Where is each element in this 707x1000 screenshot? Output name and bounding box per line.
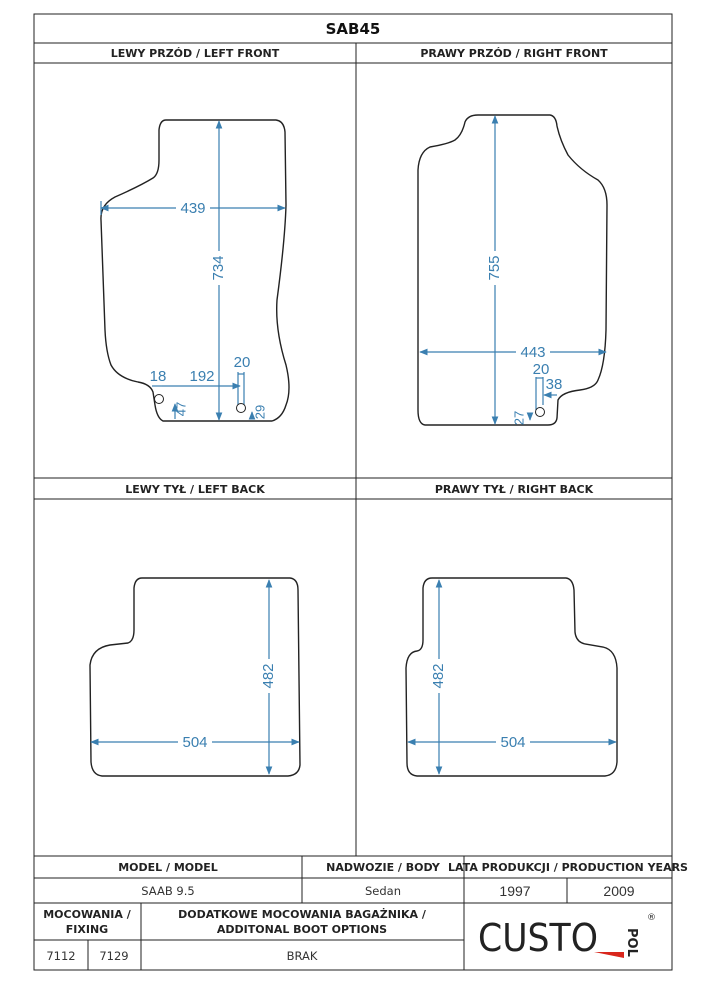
dim-left-front-length: 734 (210, 255, 227, 280)
logo-red-swoosh (594, 952, 624, 958)
left-front-mat: 439 734 18 192 20 47 29 (100, 119, 290, 422)
dim-left-back-length: 482 (260, 663, 277, 688)
left-back-outline (89, 577, 301, 777)
table-value-boot: BRAK (287, 949, 318, 963)
dim-left-front-20: 20 (234, 354, 251, 371)
table-header-years: LATA PRODUKCJI / PRODUCTION YEARS (448, 861, 688, 874)
table-header-body: NADWOZIE / BODY (326, 861, 441, 874)
left-front-outline (100, 119, 290, 422)
table-value-fixing-1: 7112 (46, 949, 75, 963)
section-label-left-front: LEWY PRZÓD / LEFT FRONT (111, 47, 280, 60)
right-front-outline (417, 114, 608, 426)
table-header-fixing-2: FIXING (66, 923, 108, 936)
custopol-logo: CUSTO POL ® (478, 913, 656, 960)
dim-left-front-width: 439 (180, 200, 205, 217)
left-back-mat: 482 504 (89, 577, 301, 777)
dim-right-back-width: 504 (500, 734, 525, 751)
table-value-year-to: 2009 (603, 883, 634, 899)
table-header-model: MODEL / MODEL (118, 861, 218, 874)
dim-left-front-18: 18 (150, 368, 167, 385)
dim-left-back-width: 504 (182, 734, 207, 751)
registered-mark: ® (647, 913, 656, 923)
table-value-year-from: 1997 (499, 883, 530, 899)
table-header-fixing-1: MOCOWANIA / (43, 908, 132, 921)
dim-right-front-20: 20 (533, 361, 550, 378)
dim-right-front-27: 27 (511, 411, 526, 425)
right-back-outline (405, 577, 618, 777)
dim-right-back-length: 482 (430, 663, 447, 688)
dim-right-front-width: 443 (520, 344, 545, 361)
table-value-model: SAAB 9.5 (141, 884, 194, 898)
sheet-frame (33, 13, 673, 971)
logo-suffix: POL (624, 928, 639, 957)
table-value-fixing-2: 7129 (99, 949, 128, 963)
dim-right-front-38: 38 (546, 376, 563, 393)
right-back-mat: 482 504 (405, 577, 618, 777)
right-front-mat: 755 443 20 38 27 (417, 114, 608, 426)
dim-left-front-29: 29 (252, 405, 267, 419)
section-label-left-back: LEWY TYŁ / LEFT BACK (125, 483, 265, 496)
spec-table (34, 855, 672, 970)
section-label-right-front: PRAWY PRZÓD / RIGHT FRONT (420, 47, 608, 60)
table-header-boot-2: ADDITONAL BOOT OPTIONS (217, 923, 387, 936)
section-label-right-back: PRAWY TYŁ / RIGHT BACK (435, 483, 594, 496)
document-title: SAB45 (326, 20, 381, 38)
logo-text: CUSTO (478, 916, 598, 960)
dim-left-front-192: 192 (189, 368, 214, 385)
table-value-body: Sedan (365, 884, 401, 898)
table-header-boot-1: DODATKOWE MOCOWANIA BAGAŻNIKA / (178, 907, 427, 921)
dim-left-front-47: 47 (173, 402, 188, 416)
dim-right-front-length: 755 (486, 255, 503, 280)
